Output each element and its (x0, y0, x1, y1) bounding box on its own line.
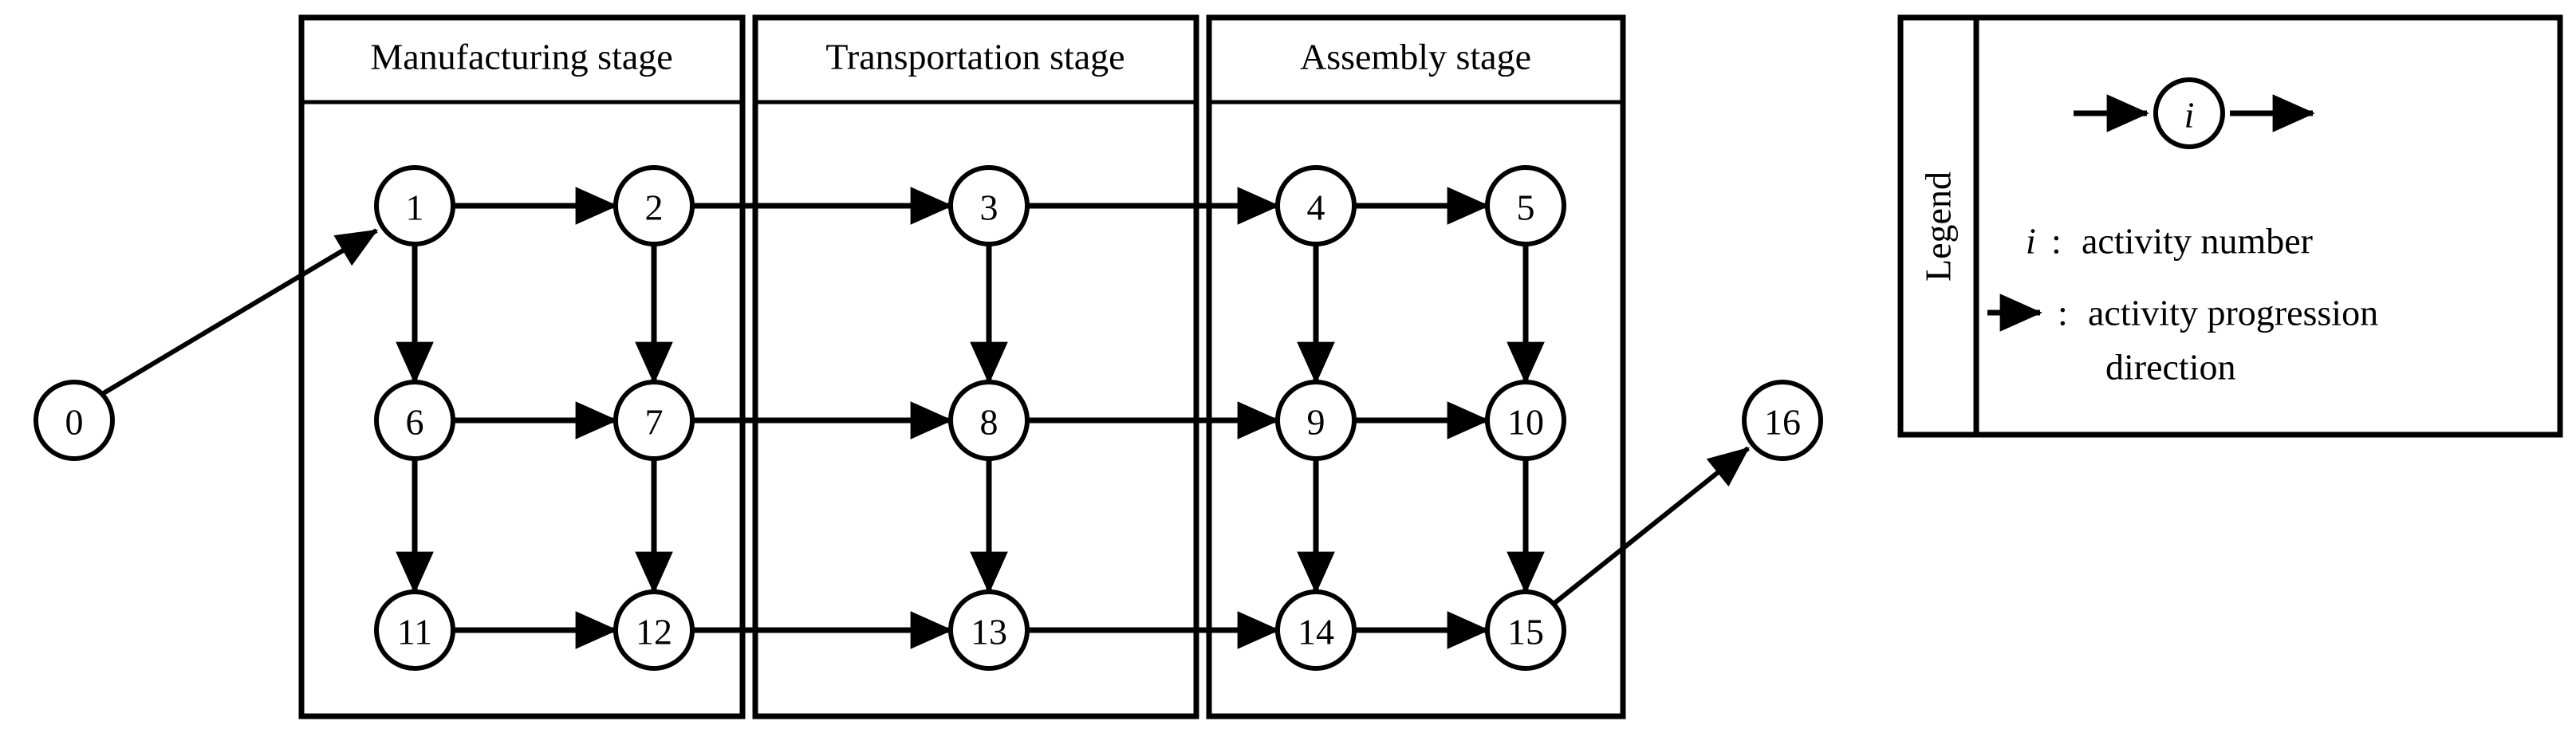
legend-entry-2-text2: direction (2105, 347, 2236, 388)
node-label-10: 10 (1507, 402, 1544, 443)
node-8[interactable]: 8 (948, 380, 1030, 461)
node-1[interactable]: 1 (374, 165, 455, 246)
stage-title-transportation: Transportation stage (825, 37, 1125, 77)
node-5[interactable]: 5 (1485, 165, 1566, 246)
legend-title: Legend (1918, 171, 1959, 282)
node-3[interactable]: 3 (948, 165, 1030, 246)
node-circle-4 (1275, 165, 1357, 246)
node-label-14: 14 (1298, 612, 1334, 652)
stage-box-manufacturing[interactable]: Manufacturing stage (298, 14, 746, 719)
stage-border-transportation (752, 14, 1199, 719)
node-label-11: 11 (397, 612, 432, 652)
legend-entry-1-separator: : (2051, 221, 2062, 262)
node-label-7: 7 (645, 402, 664, 443)
node-circle-6 (374, 380, 455, 461)
legend-sample-node-circle (2153, 77, 2225, 149)
node-circle-10 (1485, 380, 1566, 461)
node-circle-2 (613, 165, 695, 246)
stage-title-assembly: Assembly stage (1300, 37, 1531, 77)
node-11[interactable]: 11 (374, 589, 455, 671)
legend-sample-activity: i (2074, 77, 2315, 149)
node-circle-5 (1485, 165, 1566, 246)
stage-box-transportation[interactable]: Transportation stage (752, 14, 1199, 719)
node-label-6: 6 (406, 402, 424, 443)
node-circle-14 (1275, 589, 1357, 671)
legend-entry-progression-direction: : activity progression direction (1987, 293, 2378, 388)
node-9[interactable]: 9 (1275, 380, 1357, 461)
node-circle-11 (374, 589, 455, 671)
stage-title-manufacturing: Manufacturing stage (370, 37, 672, 77)
legend-entry-1-symbol: i (2026, 221, 2036, 262)
legend[interactable]: Legend i i : activity number : activity … (1897, 14, 2563, 438)
node-6[interactable]: 6 (374, 380, 455, 461)
legend-entry-2-separator: : (2058, 293, 2068, 333)
edges (100, 187, 1750, 649)
node-circle-3 (948, 165, 1030, 246)
node-2[interactable]: 2 (613, 165, 695, 246)
legend-entry-activity-number: i : activity number (2026, 221, 2313, 262)
node-circle-12 (613, 589, 695, 671)
node-label-13: 13 (971, 612, 1007, 652)
node-circle-1 (374, 165, 455, 246)
node-15[interactable]: 15 (1485, 589, 1566, 671)
stage-border-manufacturing (298, 14, 746, 719)
node-circle-16 (1742, 380, 1823, 461)
legend-sample-node-label: i (2184, 95, 2195, 136)
node-0[interactable]: 0 (33, 380, 115, 461)
node-label-4: 4 (1307, 187, 1325, 228)
node-4[interactable]: 4 (1275, 165, 1357, 246)
node-label-16: 16 (1764, 402, 1801, 443)
node-circle-8 (948, 380, 1030, 461)
node-circle-15 (1485, 589, 1566, 671)
node-label-1: 1 (406, 187, 424, 228)
node-14[interactable]: 14 (1275, 589, 1357, 671)
node-13[interactable]: 13 (948, 589, 1030, 671)
node-label-5: 5 (1517, 187, 1535, 228)
node-label-15: 15 (1507, 612, 1544, 652)
node-10[interactable]: 10 (1485, 380, 1566, 461)
legend-border (1897, 14, 2563, 438)
edge-15-16 (1552, 446, 1750, 606)
edge-0-1 (100, 228, 379, 396)
node-label-0: 0 (65, 402, 84, 443)
legend-entry-1-text: activity number (2082, 221, 2313, 262)
node-12[interactable]: 12 (613, 589, 695, 671)
node-label-2: 2 (645, 187, 664, 228)
node-circle-9 (1275, 380, 1357, 461)
node-label-9: 9 (1307, 402, 1325, 443)
node-7[interactable]: 7 (613, 380, 695, 461)
node-16[interactable]: 16 (1742, 380, 1823, 461)
node-circle-0 (33, 380, 115, 461)
stage-boxes: Manufacturing stage Transportation stage… (298, 14, 1626, 719)
node-circle-7 (613, 380, 695, 461)
legend-entry-2-text: activity progression (2088, 293, 2378, 333)
node-circle-13 (948, 589, 1030, 671)
stage-border-assembly (1206, 14, 1626, 719)
stage-box-assembly[interactable]: Assembly stage (1206, 14, 1626, 719)
nodes: 0 1 2 3 4 5 6 (33, 165, 1823, 671)
node-label-12: 12 (636, 612, 672, 652)
node-label-3: 3 (980, 187, 998, 228)
node-label-8: 8 (980, 402, 998, 443)
